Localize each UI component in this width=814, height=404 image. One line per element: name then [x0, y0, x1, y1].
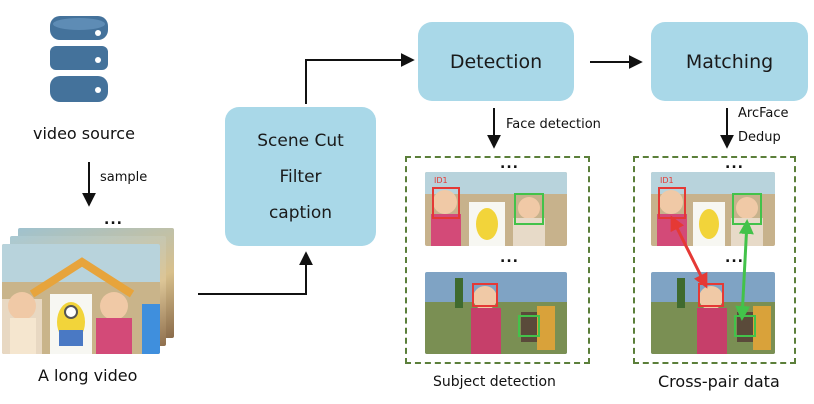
- cross-pair-caption: Cross-pair data: [658, 372, 780, 391]
- cross-frame-bottom: [651, 272, 775, 354]
- subject-caption: Subject detection: [433, 374, 556, 390]
- video-to-scene-arrow: [198, 251, 313, 295]
- scene-cut-text: Scene Cut: [257, 130, 344, 151]
- cross-mid-ellipsis: ...: [725, 250, 744, 266]
- subject-top-ellipsis: ...: [500, 156, 519, 172]
- long-video-label: A long video: [38, 366, 138, 385]
- detection-text: Detection: [449, 50, 543, 73]
- scene-cut-filter-caption-box: Scene Cut Filter caption: [225, 107, 376, 246]
- caption-text: caption: [268, 202, 333, 223]
- long-video-ellipsis: ...: [104, 212, 123, 228]
- subject-frame-bottom: [425, 272, 567, 354]
- face-detection-label: Face detection: [506, 117, 601, 132]
- detection-box: Detection: [418, 22, 574, 101]
- filter-text: Filter: [279, 166, 322, 187]
- subject-detection-panel: [405, 156, 590, 364]
- cross-id-tag: ID1: [660, 176, 674, 185]
- matching-text: Matching: [685, 50, 774, 73]
- subject-mid-ellipsis: ...: [500, 250, 519, 266]
- video-frame-front: [2, 244, 160, 354]
- cross-top-ellipsis: ...: [725, 156, 744, 172]
- matching-box: Matching: [651, 22, 808, 101]
- dedup-label: Dedup: [738, 130, 781, 145]
- scene-to-detection-arrow: [305, 53, 415, 104]
- sample-label: sample: [100, 170, 148, 185]
- subject-frame-top: [425, 172, 567, 246]
- database-icon: [48, 14, 110, 106]
- subject-id-tag: ID1: [434, 176, 448, 185]
- cross-pair-panel: [633, 156, 796, 364]
- arcface-label: ArcFace: [738, 106, 789, 121]
- video-source-label: video source: [33, 124, 135, 143]
